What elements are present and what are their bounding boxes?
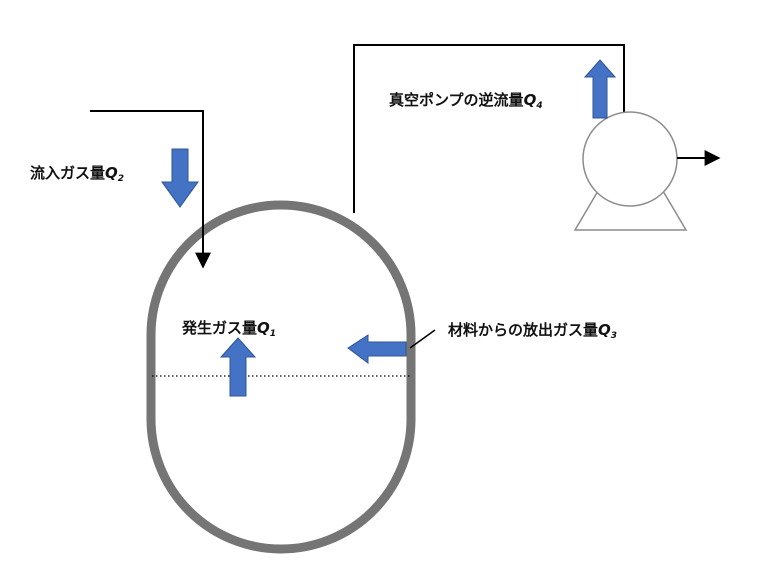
pump-backflow-arrow-icon bbox=[583, 59, 617, 119]
material-gas-label: 材料からの放出ガス量Q3 bbox=[448, 321, 617, 341]
internal-gas-arrow-icon bbox=[219, 337, 257, 397]
inflow-label: 流入ガス量Q2 bbox=[30, 164, 124, 184]
material-leader-line bbox=[409, 329, 436, 349]
pump-backflow-label: 真空ポンプの逆流量Q4 bbox=[389, 91, 543, 111]
internal-gas-label: 発生ガス量Q1 bbox=[181, 319, 276, 339]
vacuum-pump bbox=[573, 111, 688, 231]
inflow-pipe bbox=[90, 110, 211, 269]
vacuum-vessel bbox=[146, 200, 416, 554]
material-gas-arrow-icon bbox=[347, 334, 407, 364]
pump-pipe bbox=[353, 44, 625, 213]
inflow-arrow-icon bbox=[161, 148, 199, 208]
pump-body bbox=[582, 111, 678, 207]
